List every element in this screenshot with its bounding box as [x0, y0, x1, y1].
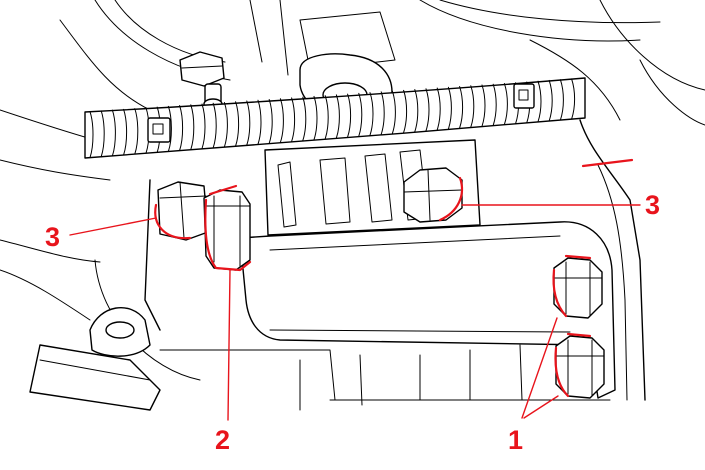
harness-rib [425, 88, 430, 132]
harness-rib [167, 105, 172, 152]
harness-rib [223, 102, 228, 148]
harness-rib [571, 78, 576, 120]
harness-rib [179, 105, 184, 151]
harness-rib [481, 84, 486, 127]
harness-rib [503, 82, 508, 125]
harness-rib [548, 79, 553, 122]
harness-rib [235, 101, 240, 147]
callout-3-right: 3 [645, 190, 660, 220]
harness-rib [201, 103, 206, 150]
harness-rib [369, 92, 374, 136]
harness-clip-left [147, 117, 171, 143]
harness-rib [302, 96, 307, 142]
bolt-1-lower [555, 335, 605, 399]
harness-rib [100, 110, 105, 158]
bolt-3-right [403, 167, 463, 223]
harness-rib [391, 90, 396, 134]
engine-mount-bracket [239, 221, 616, 399]
harness-rib [313, 95, 318, 141]
leader-1a [521, 317, 558, 419]
callout-1: 1 [508, 425, 523, 455]
harness-rib [324, 95, 329, 140]
callout-2: 2 [215, 425, 230, 455]
bolt-3-left [157, 181, 209, 241]
harness-clip-right [513, 83, 535, 109]
harness-rib [559, 79, 564, 121]
harness-rib [347, 93, 352, 138]
harness-rib [279, 98, 284, 143]
leader-1b [523, 395, 559, 419]
harness-rib [447, 86, 452, 130]
harness-rib [358, 92, 363, 137]
harness-rib [268, 98, 273, 144]
harness-rib [89, 111, 94, 159]
callout-3-left: 3 [45, 222, 60, 252]
harness-rib [123, 108, 128, 156]
harness-rib [414, 89, 419, 133]
bolt-1-upper [553, 257, 603, 319]
harness-rib [335, 94, 340, 139]
bolt-highlights [154, 158, 634, 398]
bolt-2 [203, 189, 251, 271]
leader-2 [227, 269, 231, 421]
harness-rib [403, 89, 408, 134]
leader-3-left [69, 217, 157, 236]
harness-rib [436, 87, 441, 131]
harness-rib [134, 108, 139, 155]
harness-rib [470, 85, 475, 128]
wiring-harness [84, 77, 586, 159]
harness-rib [492, 83, 497, 126]
harness-rib [291, 97, 296, 142]
stud-nut-lower-left [29, 306, 161, 411]
harness-rib [380, 91, 385, 135]
harness-rib [257, 99, 262, 145]
leader-lines [69, 204, 641, 421]
harness-rib [459, 86, 464, 129]
harness-rib [246, 100, 251, 146]
stud-nut-top [179, 51, 225, 110]
harness-rib [190, 104, 195, 151]
engine-casting-lines [0, 0, 705, 181]
harness-rib [111, 109, 116, 157]
harness-rib [212, 102, 217, 149]
harness-rib [537, 80, 542, 123]
